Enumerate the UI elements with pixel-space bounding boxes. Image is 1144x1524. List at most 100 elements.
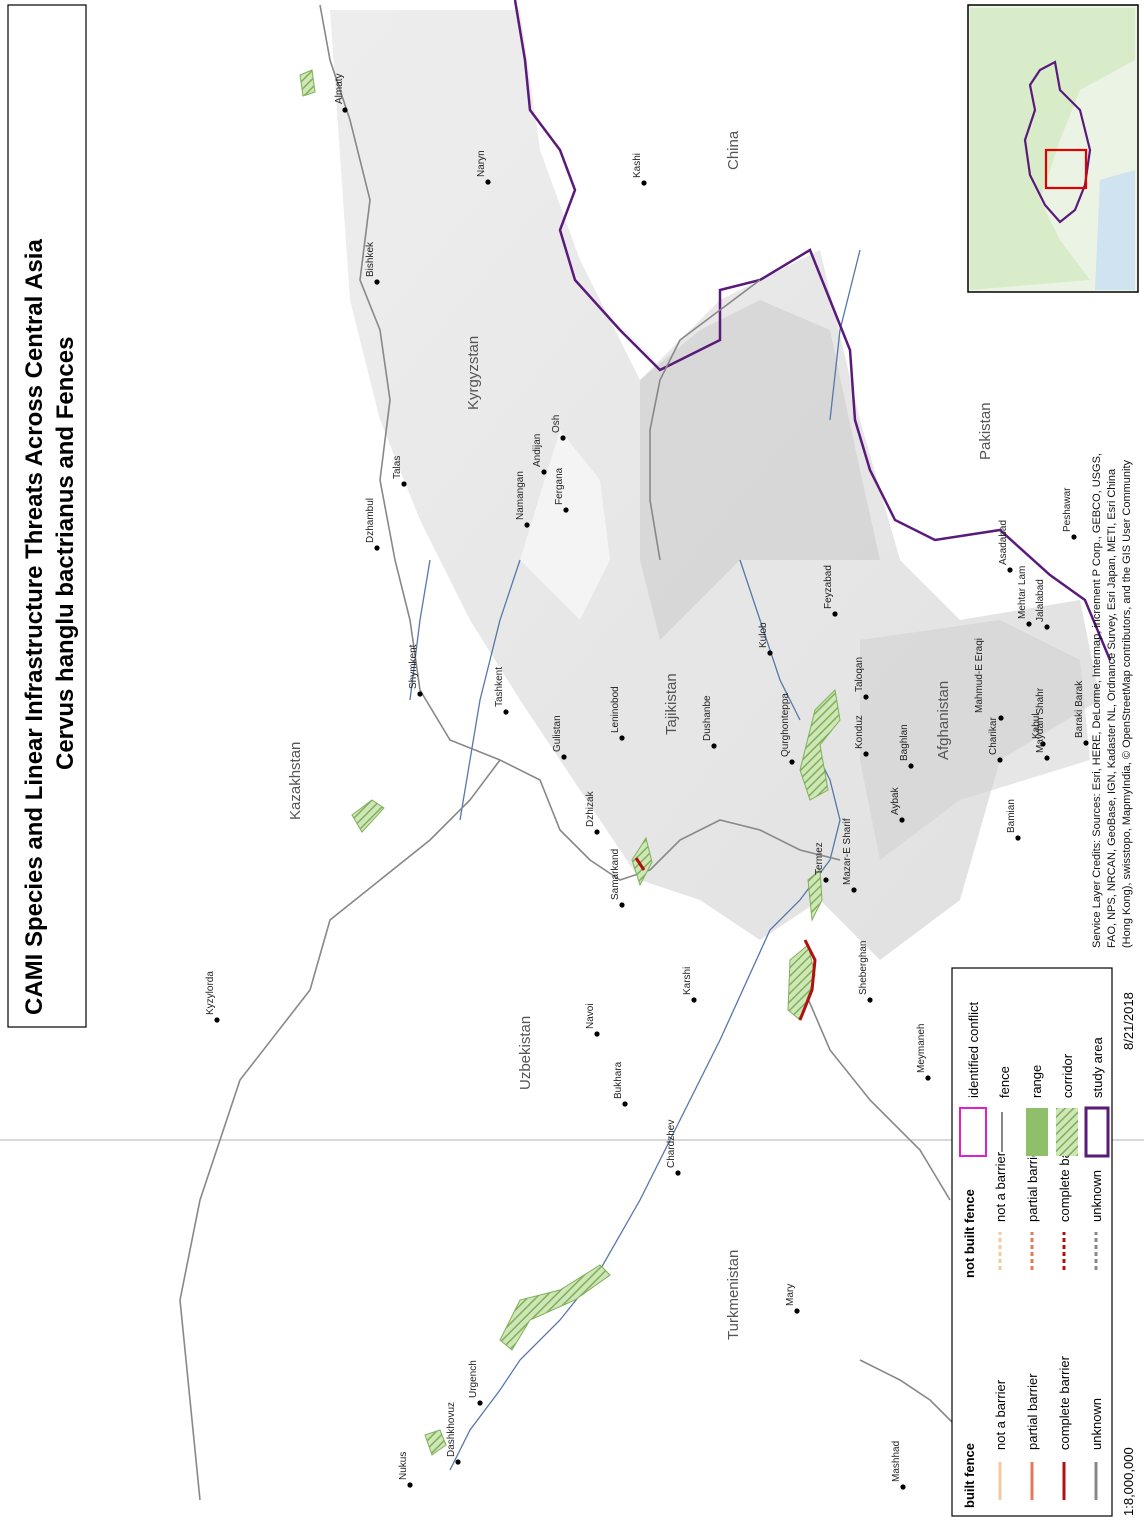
label-samarkand: Samarkand <box>610 849 621 900</box>
map-subtitle: Cervus hanglu bactrianus and Fences <box>52 337 79 770</box>
label-dushanbe: Dushanbe <box>702 695 713 741</box>
title-panel: CAMI Species and Linear Infrastructure T… <box>7 4 87 1028</box>
legend-built-unknown-label: unknown <box>1089 1398 1104 1450</box>
legend-notbuilt-unknown-label: unknown <box>1089 1170 1104 1222</box>
legend-built-not-barrier-label: not a barrier <box>993 1379 1008 1450</box>
credits-line-2: FAO, NPS, NRCAN, GeoBase, IGN, Kadaster … <box>1106 468 1118 948</box>
scale-text: 1:8,000,000 <box>1121 1447 1136 1516</box>
inset-map <box>967 4 1139 293</box>
terrain-relief <box>330 10 1100 960</box>
label-kyrgyzstan: Kyrgyzstan <box>465 336 482 410</box>
label-fergana: Fergana <box>554 467 565 505</box>
label-bukhara: Bukhara <box>613 1061 624 1099</box>
legend-study-area-label: study area <box>1090 1037 1105 1098</box>
label-kyzylorda: Kyzylorda <box>205 971 216 1015</box>
label-asadabad: Asadabad <box>998 520 1009 565</box>
label-gulistan: Gulistan <box>552 715 563 752</box>
range-patch <box>631 836 653 887</box>
label-feyzabad: Feyzabad <box>823 565 834 609</box>
legend-conflict-swatch <box>959 1107 987 1157</box>
label-mehtarlam: Mehtar Lam <box>1017 566 1028 619</box>
label-mashhad: Mashhad <box>891 1441 902 1482</box>
label-tajikistan: Tajikistan <box>663 673 680 735</box>
label-karshi: Karshi <box>682 967 693 995</box>
map-title: CAMI Species and Linear Infrastructure T… <box>21 239 48 1015</box>
label-mazar: Mazar-E Sharif <box>842 818 853 885</box>
legend-built-partial-label: partial barrier <box>1025 1373 1040 1450</box>
label-peshawar: Peshawar <box>1062 487 1073 532</box>
label-aybak: Aybak <box>890 786 901 815</box>
label-osh: Osh <box>551 415 562 433</box>
label-navoi: Navoi <box>585 1003 596 1029</box>
label-pakistan: Pakistan <box>977 402 994 460</box>
legend-corridor-label: corridor <box>1060 1053 1075 1098</box>
label-termez: Termez <box>814 842 825 875</box>
label-urgench: Urgench <box>468 1360 479 1398</box>
map-labels: Kazakhstan Kyrgyzstan China Uzbekistan T… <box>205 73 1085 1482</box>
label-bamian: Bamian <box>1006 799 1017 833</box>
legend-fence-label: fence <box>997 1066 1012 1098</box>
label-dzhambul: Dzhambul <box>365 498 376 543</box>
legend-built-complete-label: complete barrier <box>1057 1355 1072 1450</box>
title-box <box>7 4 87 1028</box>
legend-notbuilt-partial-label: partial barrier <box>1025 1145 1040 1222</box>
range-patch <box>807 868 823 922</box>
range-patch <box>499 1264 611 1351</box>
fence-lines <box>179 4 961 1501</box>
label-andijan: Andijan <box>532 434 543 467</box>
label-uzbekistan: Uzbekistan <box>517 1016 534 1090</box>
legend-conflict-label: identified conflict <box>966 1002 981 1098</box>
label-nukus: Nukus <box>398 1452 409 1480</box>
range-patch <box>787 944 816 1021</box>
label-baraki: Baraki Barak <box>1074 680 1085 738</box>
label-sheberghan: Sheberghan <box>858 941 869 996</box>
label-bishkek: Bishkek <box>365 241 376 277</box>
range-patches <box>299 69 841 1456</box>
credits: Service Layer Credits: Sources: Esri, HE… <box>1091 453 1133 948</box>
label-chardzhev: Chardzhev <box>666 1120 677 1168</box>
label-baghlan: Baghlan <box>899 724 910 761</box>
complete-barrier-lines <box>634 857 817 1021</box>
label-namangan: Namangan <box>515 471 526 520</box>
label-leninobod: Leninobod <box>610 686 621 733</box>
label-konduz: Konduz <box>854 715 865 749</box>
legend-not-built-fence-heading: not built fence <box>962 1189 977 1278</box>
legend-range-swatch <box>1026 1108 1048 1156</box>
legend-study-area-swatch <box>1084 1106 1110 1158</box>
label-dashkhovuz: Dashkhovuz <box>446 1402 457 1457</box>
label-charikar: Charikar <box>988 717 999 755</box>
legend-corridor-swatch <box>1056 1108 1078 1156</box>
label-afghanistan: Afghanistan <box>935 681 952 760</box>
credits-line-1: Service Layer Credits: Sources: Esri, HE… <box>1091 453 1103 948</box>
label-maydan: Maydan Shahr <box>1035 687 1046 753</box>
label-jalalabad: Jalalabad <box>1035 579 1046 622</box>
label-qurghonteppa: Qurghonteppa <box>780 693 791 757</box>
label-mary: Mary <box>785 1284 796 1306</box>
label-tashkent: Tashkent <box>494 667 505 707</box>
label-almaty: Almaty <box>334 73 345 104</box>
label-naryn: Naryn <box>476 150 487 177</box>
label-china: China <box>725 130 742 170</box>
range-patch <box>799 688 841 801</box>
label-turkmenistan: Turkmenistan <box>725 1250 742 1340</box>
range-patch <box>424 1429 447 1456</box>
range-patch <box>299 69 316 97</box>
label-talogan: Taloqan <box>854 657 865 692</box>
credits-line-3: (Hong Kong), swisstopo, MapmyIndia, © Op… <box>1121 459 1133 948</box>
legend-built-fence-heading: built fence <box>962 1443 977 1508</box>
legend: built fence not built fence not a barrie… <box>951 967 1113 1517</box>
label-shymkent: Shymkent <box>408 644 419 689</box>
range-patch <box>351 799 385 833</box>
label-kabul: Kabul <box>1031 713 1042 739</box>
label-dzhizak: Dzhizak <box>585 790 596 827</box>
label-kashi: Kashi <box>632 153 643 178</box>
legend-range-label: range <box>1029 1065 1044 1098</box>
label-kulob: Kulob <box>758 622 769 648</box>
label-mahmud: Mahmud-E Eraqi <box>974 638 985 713</box>
inset-extent-box <box>1044 148 1088 190</box>
label-meymaneh: Meymaneh <box>916 1024 927 1073</box>
label-talas: Talas <box>392 456 403 479</box>
city-markers <box>214 107 1089 1490</box>
